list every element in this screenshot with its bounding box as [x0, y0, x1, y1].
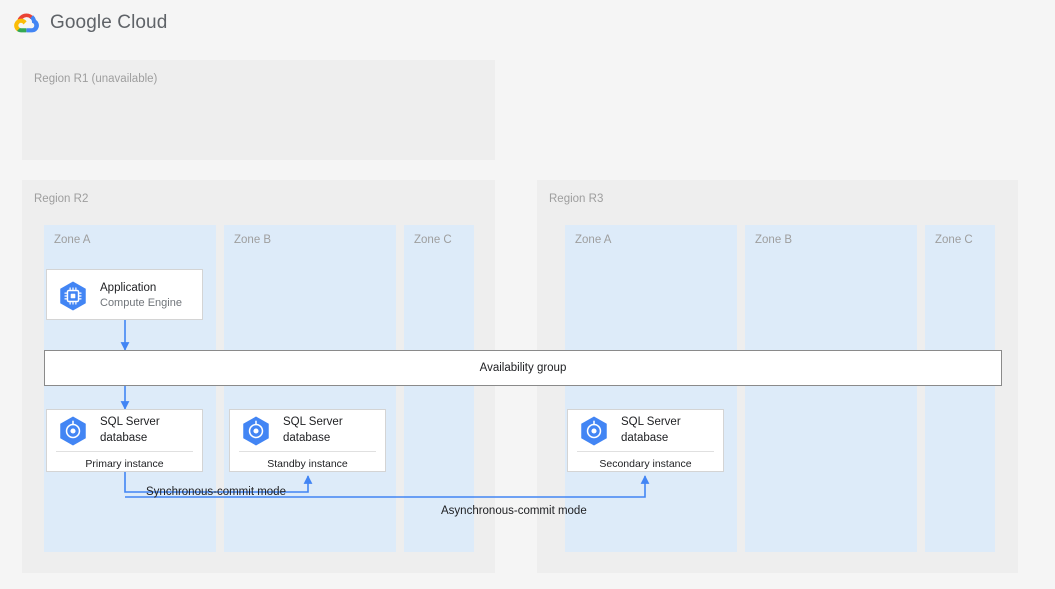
- card-secondary-role: Secondary instance: [599, 458, 692, 470]
- card-application-text: Application Compute Engine: [100, 281, 182, 311]
- card-secondary-instance[interactable]: SQL Server database Secondary instance: [567, 409, 724, 472]
- card-standby-divider: [239, 451, 376, 452]
- card-secondary-body: SQL Server database: [568, 410, 723, 451]
- card-primary-text: SQL Server database: [100, 415, 160, 445]
- card-primary-body: SQL Server database: [47, 410, 202, 451]
- region-r3-zone-c-label: Zone C: [935, 234, 973, 246]
- region-r2-zone-b-label: Zone B: [234, 234, 272, 246]
- sql-server-database-icon: [243, 416, 269, 445]
- region-r2-zone-a-label: Zone A: [54, 234, 91, 246]
- card-standby-body: SQL Server database: [230, 410, 385, 451]
- page-header: Google Cloud: [0, 0, 1055, 46]
- region-r1: Region R1 (unavailable): [22, 60, 495, 160]
- sql-server-database-icon: [60, 416, 86, 445]
- card-primary-title: SQL Server database: [100, 416, 160, 444]
- card-application[interactable]: Application Compute Engine: [46, 269, 203, 320]
- card-application-title: Application: [100, 281, 157, 294]
- region-r2-zone-b: Zone B: [224, 225, 396, 552]
- sql-server-database-icon: [581, 416, 607, 445]
- region-r3-zone-b-label: Zone B: [755, 234, 793, 246]
- region-r2-zone-c: Zone C: [404, 225, 474, 552]
- region-r3-zone-a: Zone A: [565, 225, 737, 552]
- availability-group-label: Availability group: [479, 362, 567, 374]
- card-secondary-divider: [577, 451, 714, 452]
- region-r3-label: Region R3: [549, 193, 604, 205]
- card-standby-text: SQL Server database: [283, 415, 343, 445]
- card-standby-title: SQL Server database: [283, 416, 343, 444]
- compute-engine-icon: [60, 281, 86, 310]
- region-r3-zone-c: Zone C: [925, 225, 995, 552]
- card-application-body: Application Compute Engine: [47, 270, 202, 321]
- region-r2-label: Region R2: [34, 193, 89, 205]
- region-r2-zone-c-label: Zone C: [414, 234, 452, 246]
- region-r3-zone-b: Zone B: [745, 225, 917, 552]
- asynchronous-commit-mode-label: Asynchronous-commit mode: [441, 505, 587, 517]
- region-r3-zone-a-label: Zone A: [575, 234, 612, 246]
- card-application-subtitle: Compute Engine: [100, 296, 182, 309]
- card-primary-role: Primary instance: [85, 458, 164, 470]
- card-primary-instance[interactable]: SQL Server database Primary instance: [46, 409, 203, 472]
- availability-group-bar[interactable]: Availability group: [44, 350, 1002, 386]
- card-standby-role: Standby instance: [267, 458, 348, 470]
- card-standby-instance[interactable]: SQL Server database Standby instance: [229, 409, 386, 472]
- synchronous-commit-mode-label: Synchronous-commit mode: [146, 486, 286, 498]
- card-secondary-text: SQL Server database: [621, 415, 681, 445]
- google-cloud-logo-icon: [14, 13, 39, 33]
- region-r1-label: Region R1 (unavailable): [34, 73, 158, 85]
- card-primary-divider: [56, 451, 193, 452]
- card-secondary-title: SQL Server database: [621, 416, 681, 444]
- brand-title: Google Cloud: [50, 12, 168, 33]
